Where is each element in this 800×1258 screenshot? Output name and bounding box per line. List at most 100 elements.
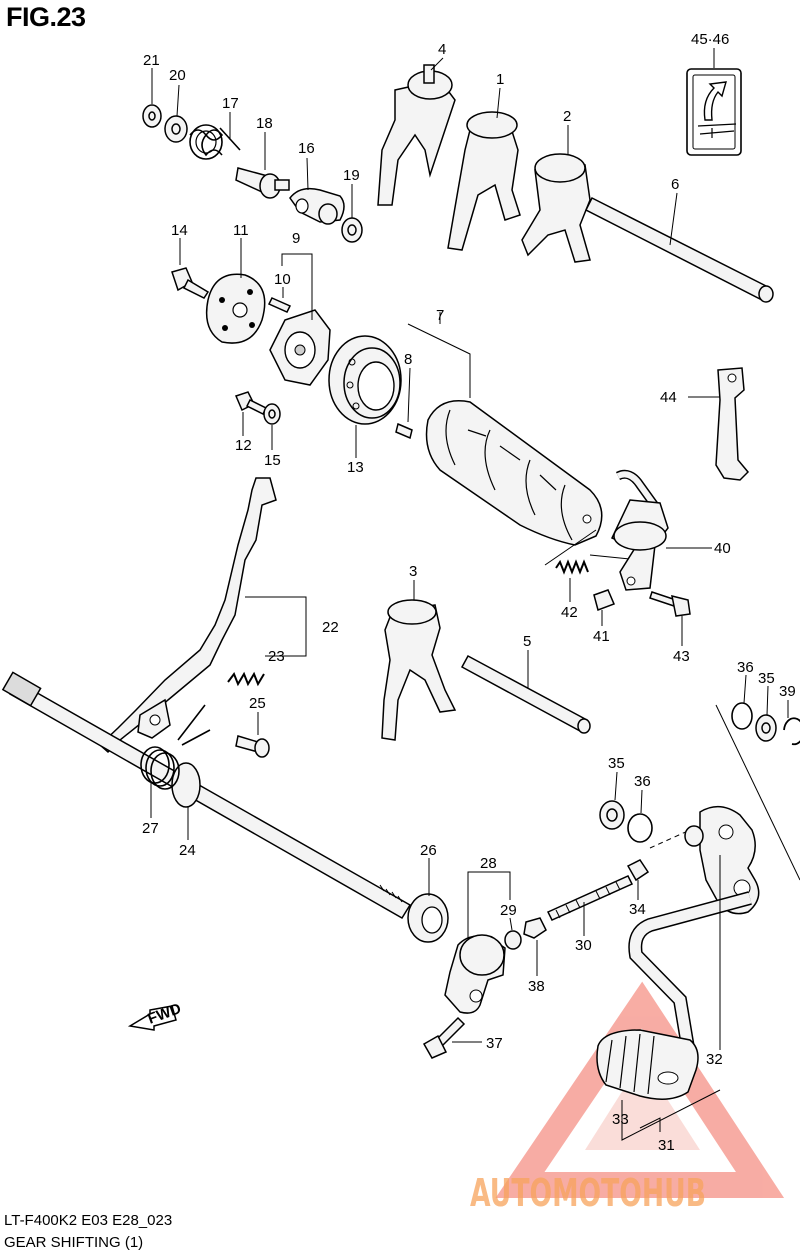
callout-36-center: 36 bbox=[634, 773, 651, 790]
bolt-12 bbox=[234, 391, 268, 416]
shift-fork-2 bbox=[521, 153, 591, 263]
callout-1: 1 bbox=[496, 71, 504, 88]
callout-12: 12 bbox=[235, 437, 252, 454]
callout-28: 28 bbox=[480, 855, 497, 872]
callout-18: 18 bbox=[256, 115, 273, 132]
callout-26: 26 bbox=[420, 842, 437, 859]
watermark-brand: AUTOMOTOHUB bbox=[470, 1171, 706, 1215]
callout-44: 44 bbox=[660, 389, 677, 406]
callout-20: 20 bbox=[169, 67, 186, 84]
oil-seal-26 bbox=[407, 893, 449, 943]
callout-38: 38 bbox=[528, 978, 545, 995]
callout-9: 9 bbox=[292, 230, 300, 247]
callout-5: 5 bbox=[523, 633, 531, 650]
callout-37: 37 bbox=[486, 1035, 503, 1052]
callout-23: 23 bbox=[268, 648, 285, 665]
callout-33: 33 bbox=[612, 1111, 629, 1128]
callout-41: 41 bbox=[593, 628, 610, 645]
callout-16: 16 bbox=[298, 140, 315, 157]
bolt-37 bbox=[422, 1016, 466, 1059]
callout-30: 30 bbox=[575, 937, 592, 954]
bolt-43 bbox=[649, 591, 691, 617]
callout-6: 6 bbox=[671, 176, 679, 193]
oring-36-center bbox=[627, 813, 653, 843]
washer-35-right bbox=[755, 714, 777, 742]
watermark-text: AUTOMOTOHUB bbox=[470, 1171, 706, 1215]
stopper-plate-11 bbox=[205, 273, 266, 344]
pedal-rubber-33 bbox=[596, 1029, 699, 1100]
callout-15: 15 bbox=[264, 452, 281, 469]
washer-20 bbox=[164, 115, 188, 143]
gearshift-cam-drum-7 bbox=[425, 400, 603, 546]
gearshift-shaft-24 bbox=[1, 671, 412, 920]
callout-36-right: 36 bbox=[737, 659, 754, 676]
spring-17 bbox=[189, 124, 241, 160]
callout-3: 3 bbox=[409, 563, 417, 580]
callout-25: 25 bbox=[249, 695, 266, 712]
callout-34: 34 bbox=[629, 901, 646, 918]
callout-27: 27 bbox=[142, 820, 159, 837]
gearshift-pedal-31 bbox=[628, 891, 752, 1062]
shift-fork-1 bbox=[447, 111, 521, 251]
callout-42: 42 bbox=[561, 604, 578, 621]
callout-35-right: 35 bbox=[758, 670, 775, 687]
bolt-18 bbox=[235, 167, 290, 199]
spring-23 bbox=[227, 671, 265, 687]
callout-14: 14 bbox=[171, 222, 188, 239]
nut-38 bbox=[523, 917, 547, 939]
shift-fork-shaft-6 bbox=[584, 196, 774, 303]
callout-7: 7 bbox=[436, 307, 444, 324]
plate-44 bbox=[715, 367, 750, 481]
spring-27 bbox=[140, 704, 211, 790]
bearing-13 bbox=[328, 335, 402, 425]
shift-cam-9 bbox=[269, 309, 331, 386]
circlip-39 bbox=[783, 717, 800, 746]
callout-40: 40 bbox=[714, 540, 731, 557]
arm-16 bbox=[289, 187, 345, 225]
bolt-14 bbox=[171, 267, 210, 299]
callout-2: 2 bbox=[563, 108, 571, 125]
bolt-25 bbox=[235, 735, 270, 758]
washer-35-center bbox=[599, 800, 625, 830]
callout-13: 13 bbox=[347, 459, 364, 476]
washer-15 bbox=[263, 403, 281, 425]
callout-31: 31 bbox=[658, 1137, 675, 1154]
shift-fork-shaft-5 bbox=[460, 654, 591, 734]
callout-45-46: 45·46 bbox=[691, 31, 729, 48]
callout-24: 24 bbox=[179, 842, 196, 859]
callout-22: 22 bbox=[322, 619, 339, 636]
fwd-arrow-icon: FWD bbox=[127, 1000, 184, 1031]
callout-17: 17 bbox=[222, 95, 239, 112]
callout-21: 21 bbox=[143, 52, 160, 69]
gearshift-link-28 bbox=[444, 934, 506, 1014]
shift-fork-4 bbox=[377, 64, 456, 206]
callout-labels: 21 20 17 18 16 19 4 1 2 6 45·46 14 11 9 … bbox=[142, 31, 796, 1154]
switch-40 bbox=[610, 469, 669, 591]
callout-35-center: 35 bbox=[608, 755, 625, 772]
figure-caption: GEAR SHIFTING (1) bbox=[4, 1234, 144, 1251]
callout-4: 4 bbox=[438, 41, 446, 58]
shift-fork-3 bbox=[381, 599, 457, 741]
gearshift-lever-32 bbox=[684, 806, 760, 915]
pin-10 bbox=[267, 297, 292, 313]
nut-34 bbox=[626, 859, 650, 882]
watermark-logo bbox=[495, 981, 785, 1198]
caution-label-45-46 bbox=[686, 68, 742, 156]
callout-11: 11 bbox=[233, 222, 249, 239]
callout-29: 29 bbox=[500, 902, 517, 919]
callout-39: 39 bbox=[779, 683, 796, 700]
washer-19 bbox=[341, 217, 363, 243]
shift-rod-30 bbox=[546, 875, 634, 921]
spring-42 bbox=[555, 559, 589, 575]
pin-8 bbox=[395, 422, 413, 440]
figure-title: FIG.23 bbox=[6, 2, 86, 32]
callout-8: 8 bbox=[404, 351, 412, 368]
oring-36-right bbox=[731, 702, 753, 730]
washer-21 bbox=[142, 104, 162, 128]
pin-41 bbox=[593, 589, 615, 611]
callout-43: 43 bbox=[673, 648, 690, 665]
nut-29 bbox=[504, 930, 522, 950]
callout-32: 32 bbox=[706, 1051, 723, 1068]
callout-10: 10 bbox=[274, 271, 291, 288]
